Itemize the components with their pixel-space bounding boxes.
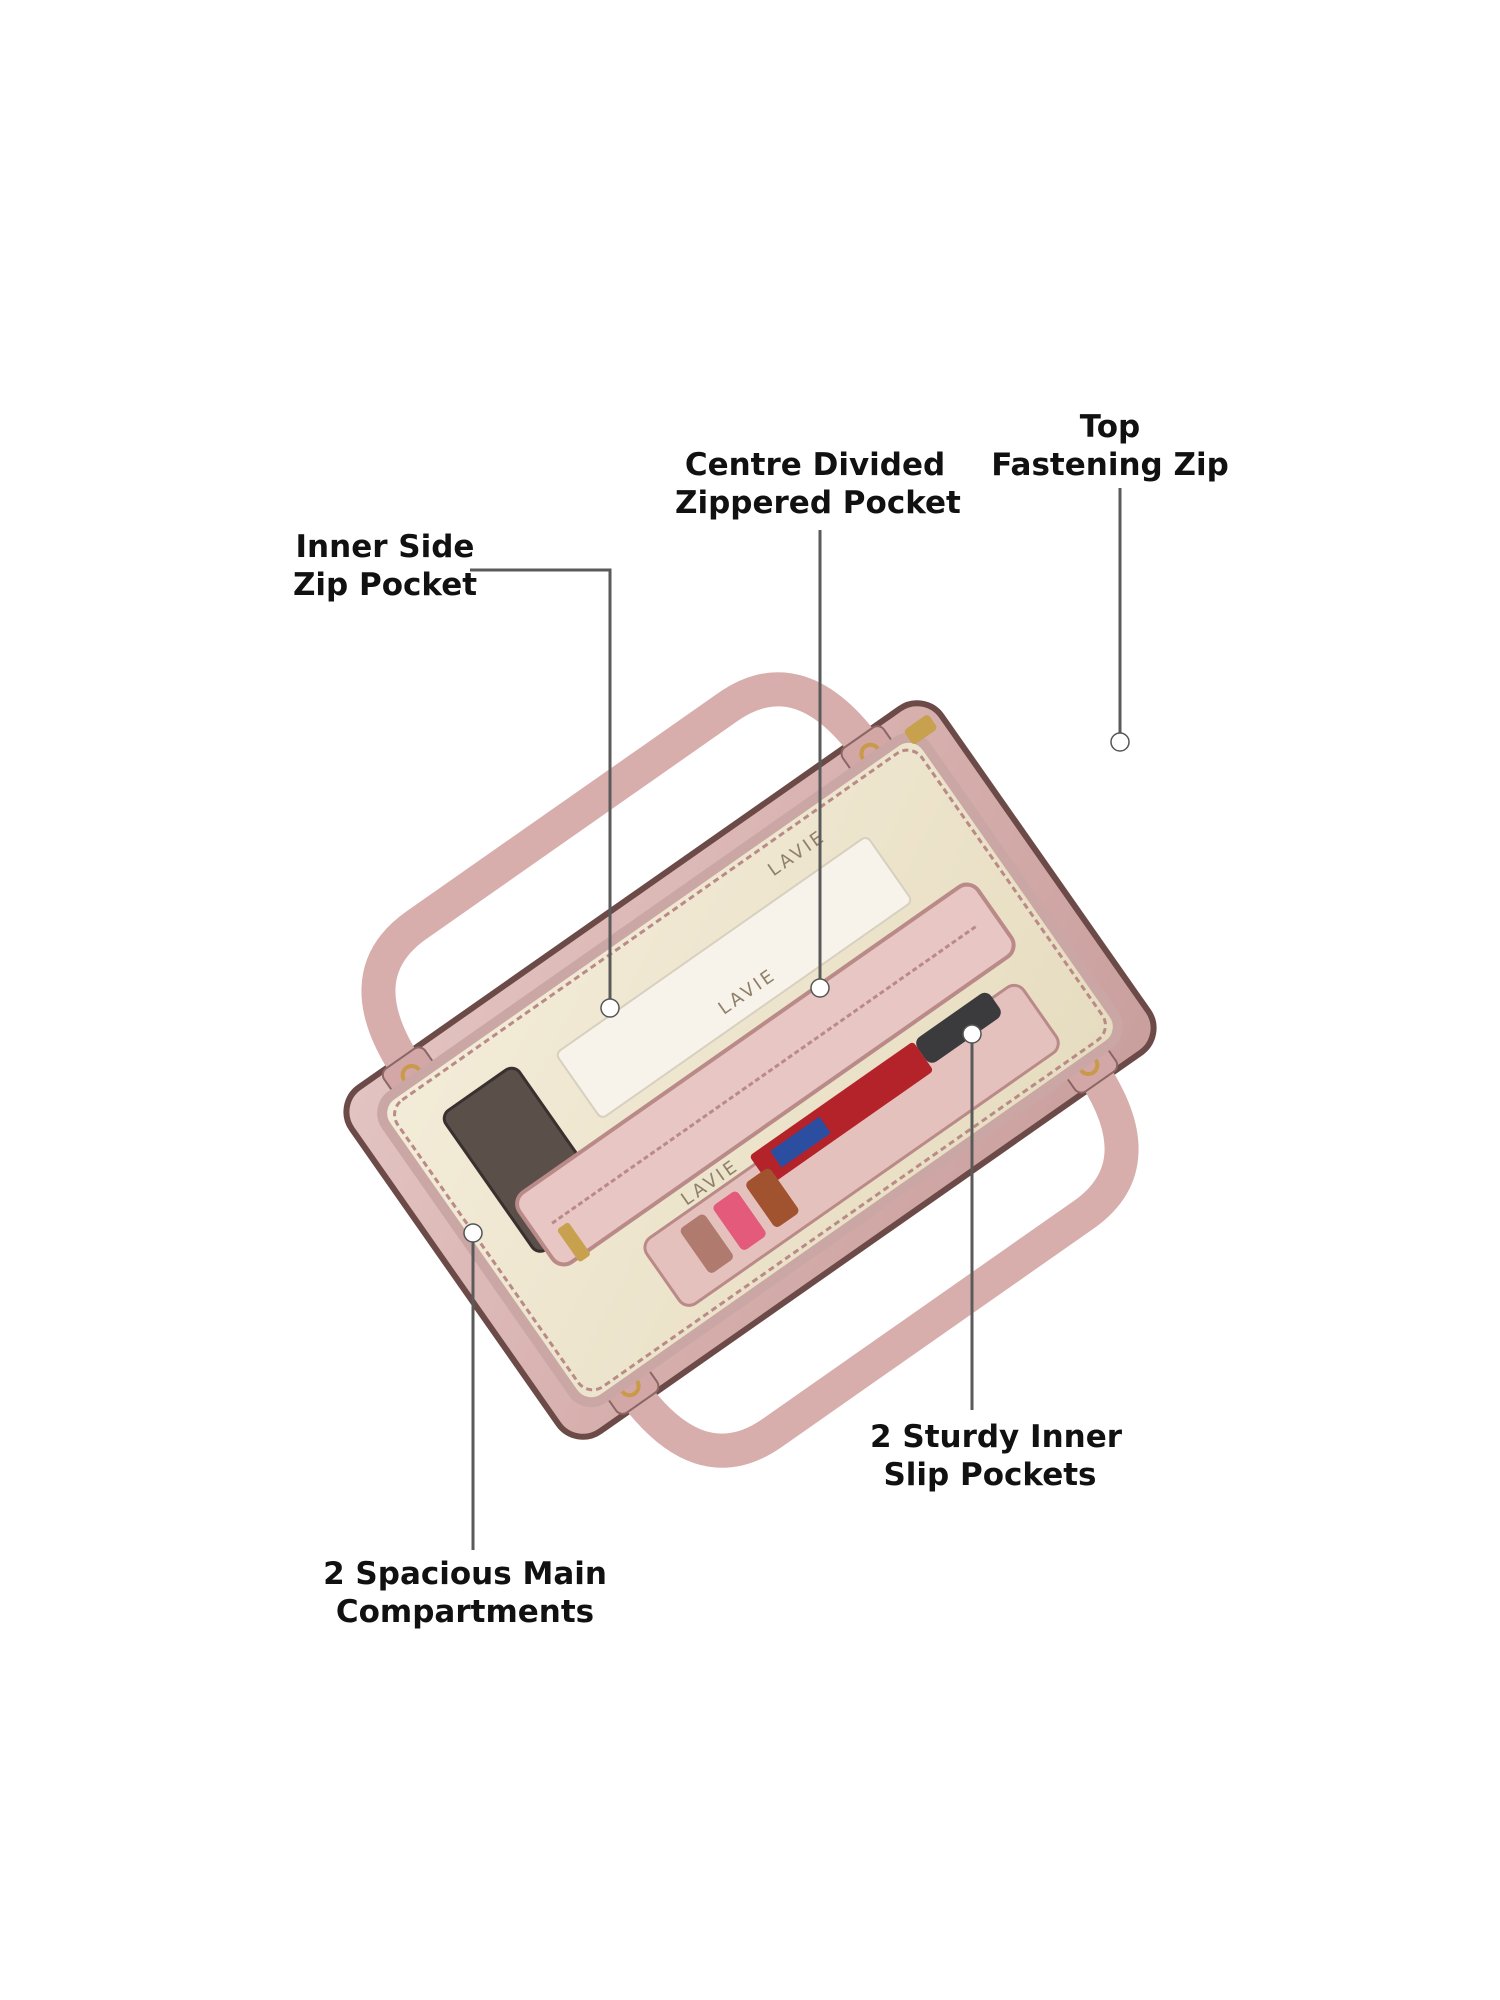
callout-line: 2 Sturdy Inner [870,1419,1123,1455]
callout-inner-side-zip-pocket: Inner Side Zip Pocket [290,528,480,604]
callout-line: Fastening Zip [991,447,1229,483]
leader-dot [463,1223,483,1243]
leader-dots [463,732,1130,1243]
callout-top-fastening-zip: Top Fastening Zip [985,408,1235,484]
callout-line: Compartments [335,1594,595,1630]
leader-dot [1110,732,1130,752]
callout-line: 2 Spacious Main [323,1556,607,1592]
leader-side-pocket [470,568,612,1000]
callout-line: Centre Divided [684,447,946,483]
callout-centre-divided-pocket: Centre Divided Zippered Pocket [675,446,961,522]
cosmetic-box [746,1168,799,1227]
callout-main-compartments: 2 Spacious Main Compartments [315,1555,615,1631]
top-zip-pull [904,715,937,744]
cosmetic-bottle [680,1214,733,1273]
leader-dot [810,978,830,998]
leader-dot [962,1024,982,1044]
notebook [556,837,912,1118]
zip-pull [557,1222,590,1262]
callout-slip-pockets: 2 Sturdy Inner Slip Pockets [870,1418,1123,1494]
bag-handle-front [612,1048,1139,1468]
bag-handle-back [361,672,888,1092]
top-zip-track [393,748,1107,1392]
phone [916,992,1001,1063]
lipstick [713,1191,766,1250]
callout-line: Zip Pocket [292,567,478,603]
callout-line: Zippered Pocket [675,485,961,521]
magazine-cover-graphic [770,1116,831,1168]
leader-lines [470,488,1122,1550]
callout-line: Inner Side [295,529,475,565]
callout-line: Slip Pockets [883,1457,1097,1493]
centre-pocket-zip [551,923,979,1225]
handbag: LAVIE LAVIE LAVIE [343,672,1157,1468]
leader-dot [600,998,620,1018]
callout-line: Top [1079,409,1141,445]
